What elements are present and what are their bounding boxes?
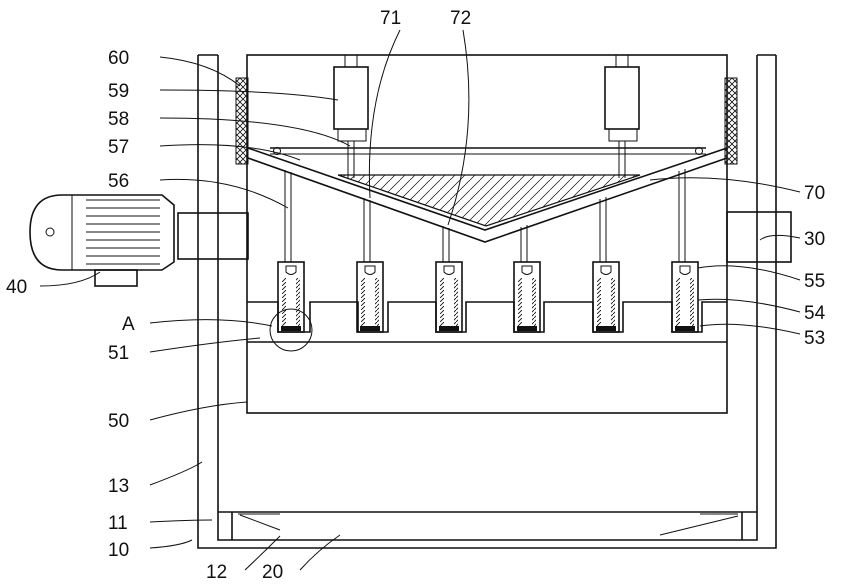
- label-13: 13: [108, 476, 129, 497]
- motor: [30, 195, 248, 286]
- label-71: 71: [380, 8, 401, 29]
- label-56: 56: [108, 171, 129, 192]
- label-57: 57: [108, 137, 129, 158]
- label-50: 50: [108, 411, 129, 432]
- filter-layer: [338, 175, 640, 226]
- label-20: 20: [262, 562, 283, 583]
- label-60: 60: [108, 48, 129, 69]
- label-70: 70: [804, 183, 825, 204]
- right-port: [727, 212, 791, 262]
- label-51: 51: [108, 343, 129, 364]
- label-40: 40: [6, 277, 27, 298]
- cylinder-right: [605, 55, 639, 178]
- top-plate: [270, 148, 706, 155]
- inner-box: [247, 55, 727, 413]
- label-59: 59: [108, 81, 129, 102]
- collection-tray: [218, 512, 757, 540]
- label-53: 53: [804, 328, 825, 349]
- label-58: 58: [108, 109, 129, 130]
- cylinder-left: [334, 55, 368, 178]
- label-a: A: [122, 314, 135, 335]
- side-seal: [236, 78, 737, 164]
- label-12: 12: [206, 562, 227, 583]
- leader-lines: [40, 30, 800, 570]
- part-labels: 60 59 58 57 56 71 72 70 30 55 54 53 40 A…: [6, 8, 826, 583]
- label-55: 55: [804, 271, 825, 292]
- label-30: 30: [804, 229, 825, 250]
- label-10: 10: [108, 540, 129, 561]
- spray-units: [278, 262, 698, 332]
- label-54: 54: [804, 303, 826, 324]
- label-72: 72: [450, 8, 471, 29]
- label-11: 11: [108, 513, 128, 534]
